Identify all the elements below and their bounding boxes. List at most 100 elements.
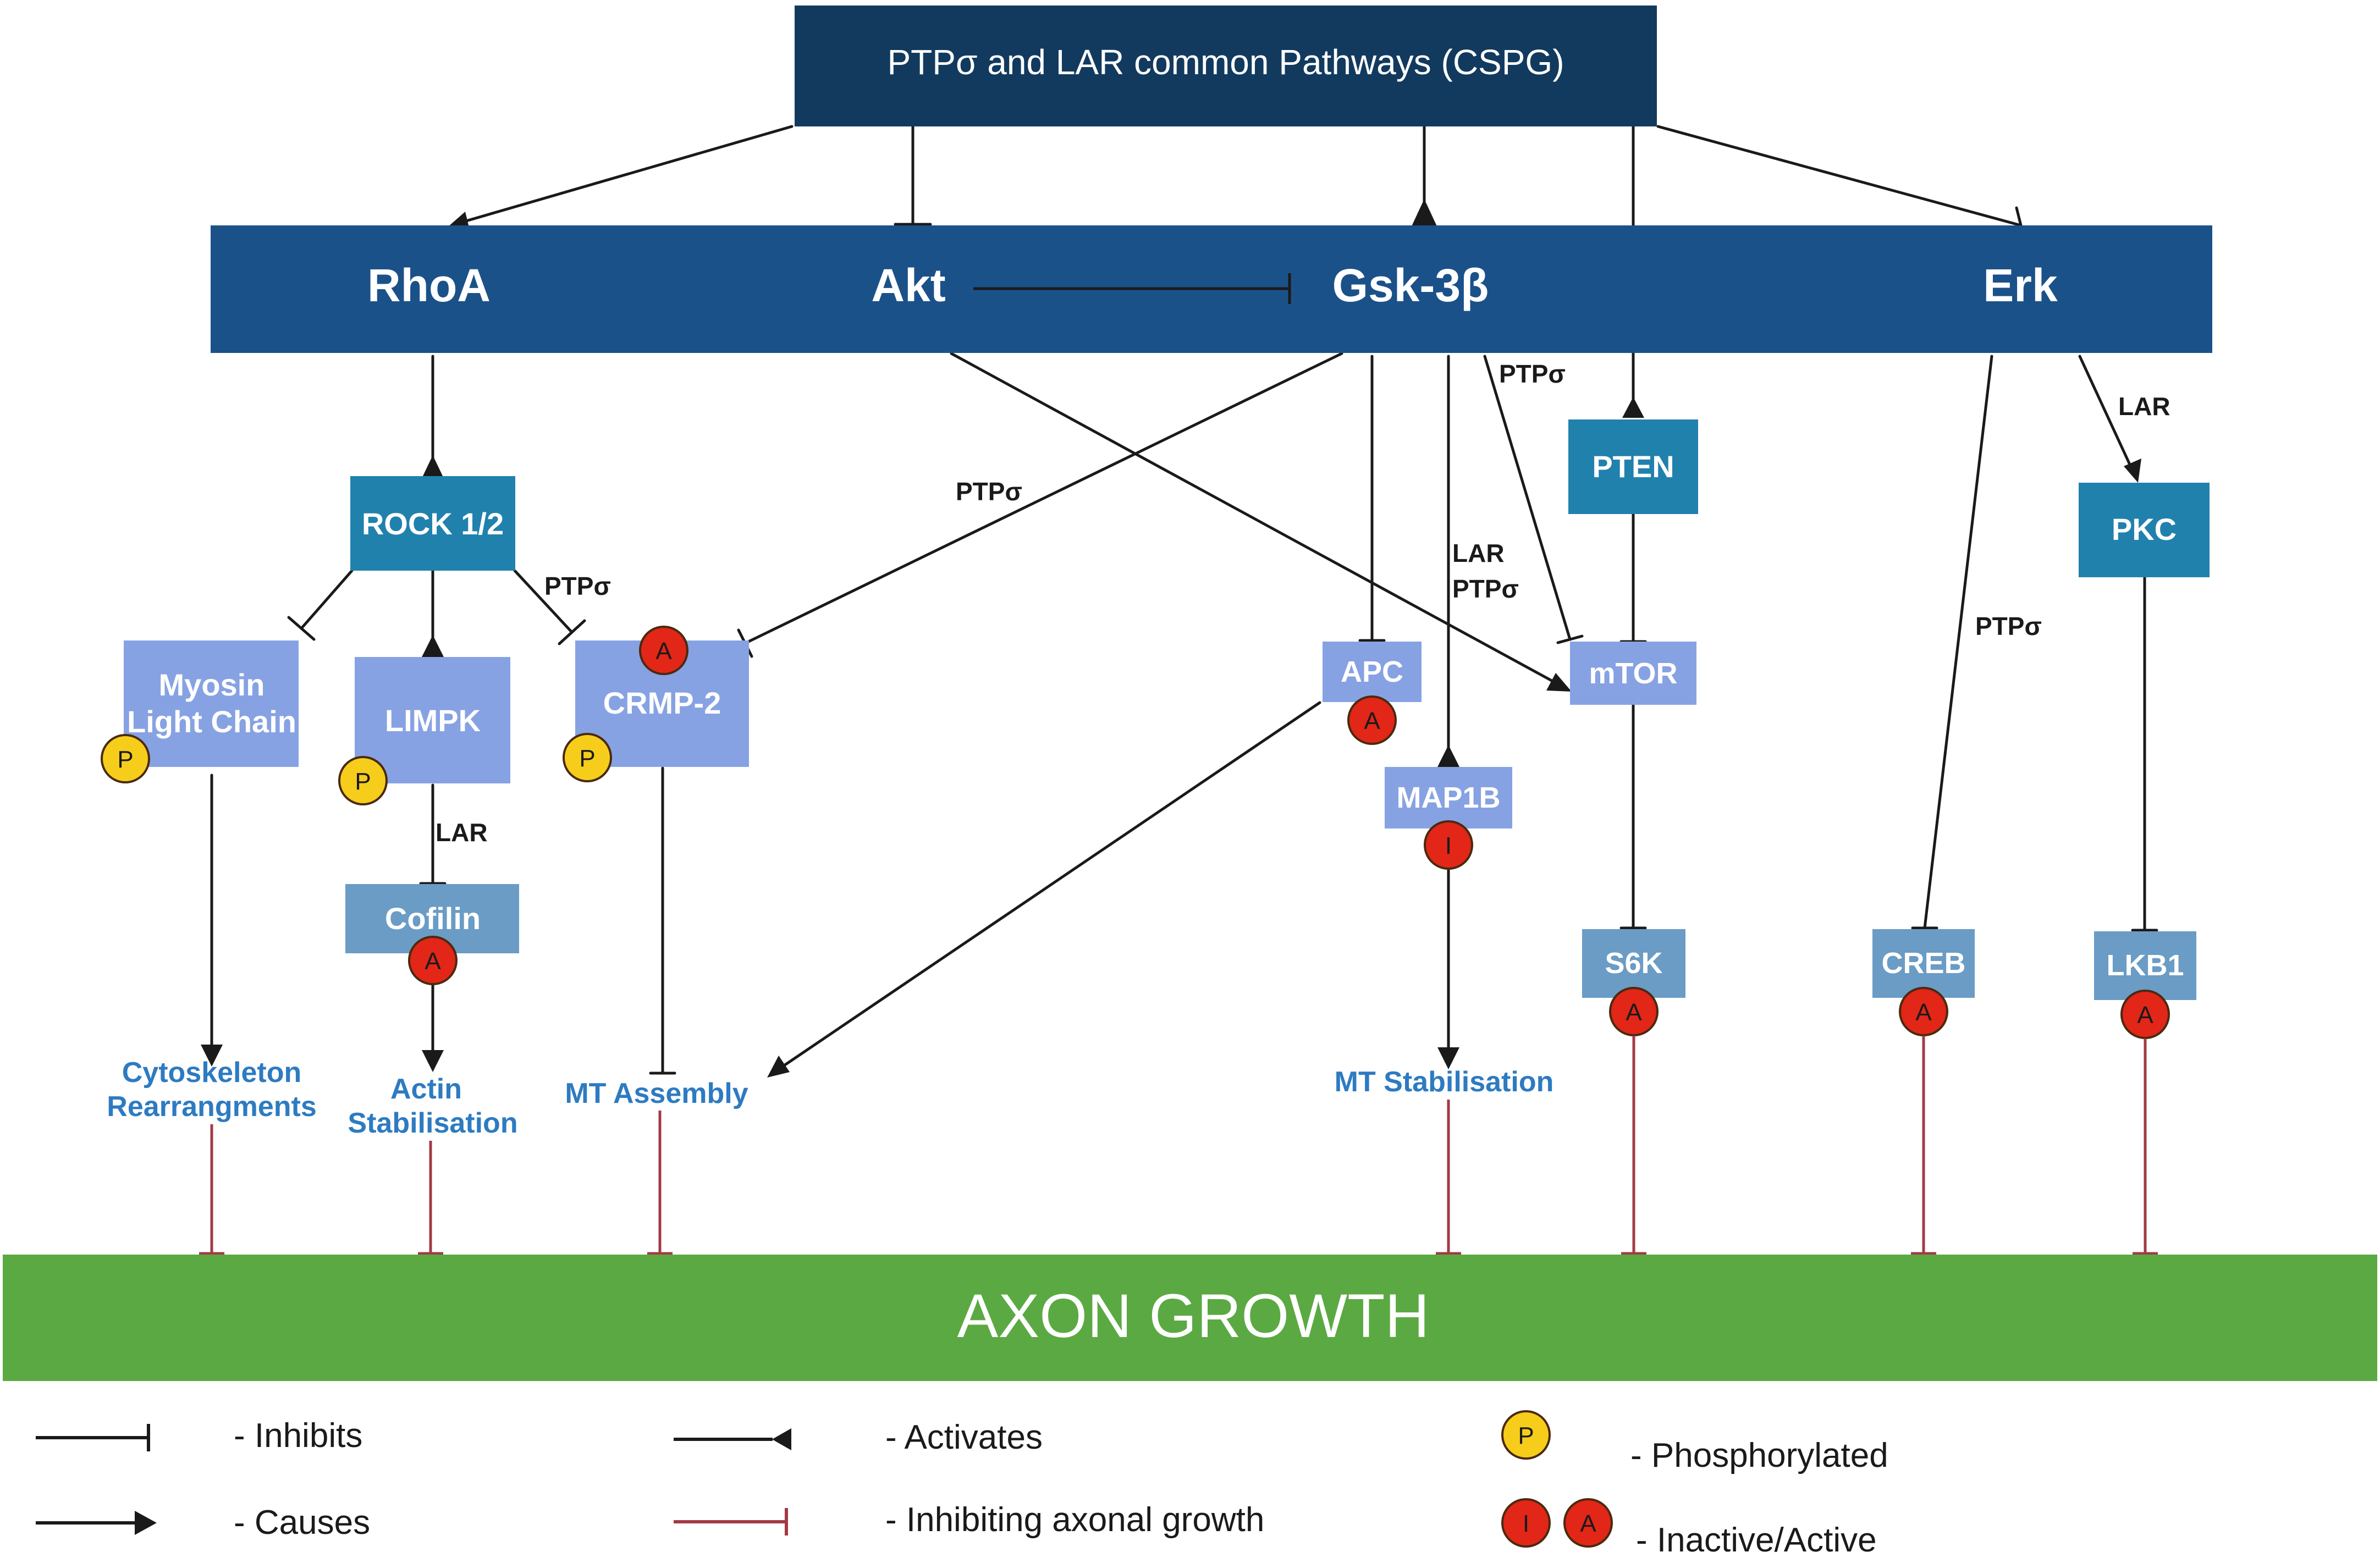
badge-limpk-p: [338, 756, 388, 805]
arrowhead-cofilin-actin: [422, 1050, 444, 1072]
outcome-cyto-line2: Rearrangments: [107, 1091, 316, 1123]
edge-rock-myosin-bar: [287, 616, 316, 641]
label-cofilin: Cofilin: [385, 901, 481, 936]
arrowhead-rock: [422, 455, 444, 478]
box-mtor: [1570, 642, 1696, 705]
badge-crmp2-a: [639, 626, 688, 675]
box-creb: [1872, 929, 1975, 998]
header-title: PTPσ and LAR common Pathways (CSPG): [887, 42, 1564, 82]
label-myosin-line1: Myosin: [159, 667, 265, 702]
arrowhead-gsk: [1409, 199, 1439, 231]
edge-label-lar-pkc: LAR: [2118, 392, 2170, 421]
edge-gsk-crmp: [743, 352, 1343, 645]
badge-cofilin-a: [408, 936, 458, 985]
node-rhoa: RhoA: [367, 259, 491, 311]
edge-erk-creb: [1923, 355, 1993, 930]
edge-gsk-mtor: [1483, 355, 1572, 641]
box-pkc: [2079, 483, 2210, 577]
edge-label-ptp-gsk-crmp: PTPσ: [956, 477, 1022, 506]
edge-label-lar-cofilin: LAR: [436, 818, 488, 847]
red-inhibit-lines: [199, 1036, 2158, 1255]
badge-apc-a-text: A: [1364, 708, 1380, 734]
legend-phospho-badge: [1501, 1410, 1551, 1460]
badge-map1b-i: [1424, 820, 1473, 870]
arrowhead-akt-mtor: [1546, 673, 1572, 692]
box-rock: [350, 476, 515, 571]
badge-s6k-a: [1609, 987, 1659, 1036]
arrowhead-pkc: [2124, 459, 2141, 483]
edge-label-ptp-map1b: PTPσ: [1452, 575, 1519, 603]
edge-label-ptp-rock-crmp: PTPσ: [544, 572, 611, 600]
legend-active-badge: [1563, 1498, 1613, 1548]
badge-letters: P P P A A A I A A A: [117, 638, 2153, 1029]
box-limpk: [355, 657, 510, 783]
edge-header-rhoa: [455, 125, 794, 225]
box-lkb1: [2094, 931, 2196, 1000]
arrowhead-limpk: [422, 635, 444, 657]
badge-s6k-a-text: A: [1626, 999, 1642, 1026]
arrowhead-map1b: [1437, 745, 1459, 767]
edge-label-ptp-creb: PTPσ: [1975, 612, 2042, 640]
label-map1b: MAP1B: [1396, 781, 1500, 814]
badges: [101, 626, 2170, 1039]
edge-labels: PTPσ PTPσ PTPσ LAR PTPσ LAR LAR PTPσ: [436, 360, 2170, 847]
legend-inactive-letter: I: [1523, 1510, 1529, 1537]
edge-label-ptp-gsk-mtor: PTPσ: [1499, 360, 1566, 388]
label-myosin-line2: Light Chain: [127, 704, 296, 739]
node-akt: Akt: [871, 259, 945, 311]
legend-phospho-label: - Phosphorylated: [1630, 1437, 1888, 1474]
edge-erk-pkc: [2078, 355, 2135, 474]
edge-akt-mtor: [950, 352, 1563, 688]
legend-inactive-active-label: - Inactive/Active: [1636, 1521, 1877, 1559]
legend-activates-label: - Activates: [885, 1418, 1043, 1456]
legend-causes-label: - Causes: [234, 1504, 370, 1542]
node-gsk3b: Gsk-3β: [1332, 259, 1489, 311]
badge-crmp2-p-text: P: [579, 745, 595, 772]
axon-growth-label: AXON GROWTH: [957, 1282, 1430, 1350]
outcome-mt-stabilisation: MT Stabilisation: [1335, 1066, 1554, 1098]
badge-limpk-p-text: P: [355, 768, 371, 795]
edge-apc-mt: [779, 701, 1321, 1069]
outcome-actin-line1: Actin: [390, 1073, 462, 1105]
edge-header-erk: [1656, 125, 2023, 227]
label-lkb1: LKB1: [2106, 949, 2184, 982]
legend-phospho-letter: P: [1518, 1422, 1534, 1449]
badge-myosin-p-text: P: [117, 746, 133, 773]
badge-map1b-i-text: I: [1445, 832, 1452, 859]
outcome-actin-line2: Stabilisation: [348, 1107, 517, 1139]
edge-rock-crmp-bar: [558, 619, 586, 645]
label-crmp2: CRMP-2: [603, 686, 721, 720]
legend-inhib-axon-label: - Inhibiting axonal growth: [885, 1501, 1264, 1539]
badge-apc-a: [1347, 695, 1397, 745]
label-pten: PTEN: [1592, 449, 1674, 484]
badge-lkb1-a: [2120, 990, 2170, 1039]
label-apc: APC: [1341, 655, 1403, 688]
label-rock: ROCK 1/2: [362, 506, 504, 541]
legend-causes-arrowhead: [135, 1511, 157, 1535]
node-erk: Erk: [1983, 259, 2058, 311]
badge-lkb1-a-text: A: [2137, 1002, 2153, 1029]
outcome-mt-assembly: MT Assembly: [565, 1078, 748, 1109]
box-s6k: [1582, 929, 1685, 998]
label-s6k: S6K: [1605, 947, 1662, 980]
box-map1b: [1385, 767, 1512, 829]
badge-crmp2-p: [563, 733, 612, 782]
edge-gsk-mtor-bar: [1556, 634, 1584, 644]
badge-crmp2-a-text: A: [655, 638, 672, 665]
header-box: [795, 5, 1657, 126]
arrowhead-map1b-mtstab: [1437, 1047, 1459, 1069]
legend-inhibits-label: - Inhibits: [234, 1417, 362, 1455]
arrowhead-myosin-cyto: [201, 1045, 223, 1067]
edge-rock-crmp: [513, 569, 574, 634]
legend-inactive-badge: [1501, 1498, 1551, 1548]
label-creb: CREB: [1881, 947, 1965, 980]
outcomes: Cytoskeleton Rearrangments Actin Stabili…: [107, 1057, 1553, 1139]
badge-creb-a: [1899, 987, 1948, 1036]
box-myosin: [124, 640, 299, 767]
axon-growth-bar: [3, 1255, 2377, 1381]
badge-cofilin-a-text: A: [425, 948, 441, 975]
label-limpk: LIMPK: [385, 703, 481, 738]
outcome-cyto-line1: Cytoskeleton: [122, 1057, 302, 1089]
edge-rock-myosin: [300, 569, 354, 630]
